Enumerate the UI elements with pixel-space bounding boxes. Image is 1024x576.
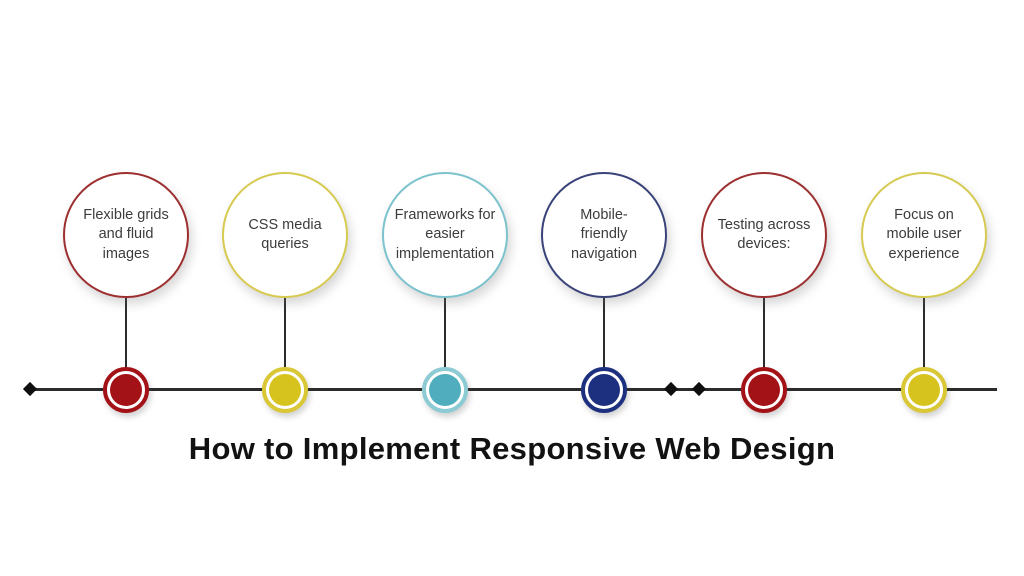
step-connector-line: [603, 298, 605, 370]
node-core: [588, 374, 620, 406]
diamond-marker: [663, 381, 679, 397]
step-circle: CSS media queries: [222, 172, 348, 298]
node-core: [908, 374, 940, 406]
step-circle: Frameworks for easier implementation: [382, 172, 508, 298]
step-circle: Flexible grids and fluid images: [63, 172, 189, 298]
page-title: How to Implement Responsive Web Design: [188, 431, 836, 466]
step-node-marker: [741, 367, 787, 413]
step-node-marker: [581, 367, 627, 413]
step-node-marker: [103, 367, 149, 413]
step-node-marker: [262, 367, 308, 413]
step-connector-line: [763, 298, 765, 370]
step-label: Mobile- friendly navigation: [570, 207, 638, 262]
diamond-marker: [22, 381, 38, 397]
step-connector-line: [125, 298, 127, 370]
step-label: Testing across devices:: [717, 216, 811, 252]
diamond-marker: [691, 381, 707, 397]
step-node-marker: [422, 367, 468, 413]
step-circle: Testing across devices:: [701, 172, 827, 298]
step-connector-line: [284, 298, 286, 370]
node-core: [269, 374, 301, 406]
step-label: CSS media queries: [248, 216, 322, 252]
step-circle: Focus on mobile user experience: [861, 172, 987, 298]
timeline-axis: [30, 388, 997, 391]
step-connector-line: [444, 298, 446, 370]
step-circle: Mobile- friendly navigation: [541, 172, 667, 298]
node-core: [429, 374, 461, 406]
step-label: Focus on mobile user experience: [886, 207, 962, 262]
step-label: Frameworks for easier implementation: [394, 207, 496, 262]
step-node-marker: [901, 367, 947, 413]
step-label: Flexible grids and fluid images: [83, 207, 169, 262]
node-core: [748, 374, 780, 406]
step-connector-line: [923, 298, 925, 370]
node-core: [110, 374, 142, 406]
